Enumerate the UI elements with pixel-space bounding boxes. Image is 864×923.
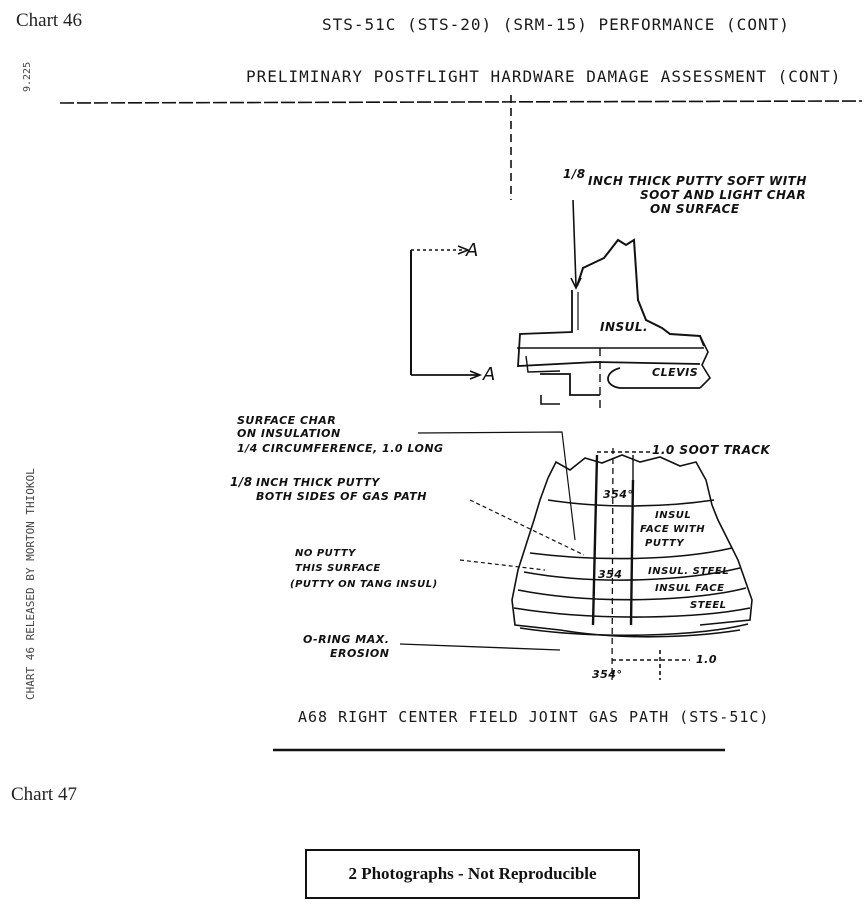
photographs-placeholder-box: 2 Photographs - Not Reproducible: [305, 849, 640, 899]
putty-note-line2: SOOT AND LIGHT CHAR: [640, 188, 807, 202]
no-putty-line3: (PUTTY ON TANG INSUL): [290, 579, 438, 590]
putty-note-line1: INCH THICK PUTTY SOFT WITH: [588, 174, 807, 188]
dim-bottom-label: 1.0: [696, 653, 717, 666]
insul-label: INSUL.: [600, 320, 649, 334]
surface-char-line2: ON INSULATION: [237, 427, 341, 440]
putty-note-line3: ON SURFACE: [650, 202, 740, 216]
angle-mid-label: 354: [598, 568, 623, 581]
oring-line1: O-RING MAX.: [303, 633, 390, 646]
insul-face-line3: PUTTY: [645, 538, 685, 549]
header-rule: [59, 100, 863, 104]
insul-steel-label: INSUL. STEEL: [648, 566, 730, 577]
chart-46-title: STS-51C (STS-20) (SRM-15) PERFORMANCE (C…: [322, 15, 790, 34]
chart-47-label: Chart 47: [11, 784, 77, 805]
angle-top-label: 354°: [603, 488, 634, 501]
putty-both-fraction: 1/8: [230, 475, 253, 489]
insul-face-label: INSUL FACE: [655, 583, 725, 594]
oring-line2: EROSION: [330, 647, 390, 660]
steel-label: STEEL: [690, 600, 727, 611]
chart-46-label: Chart 46: [16, 10, 82, 31]
clevis-label: CLEVIS: [652, 366, 699, 379]
photographs-placeholder-text: 2 Photographs - Not Reproducible: [348, 864, 597, 883]
putty-fraction-top: 1/8: [563, 167, 586, 181]
insul-face-line2: FACE WITH: [640, 524, 706, 535]
soot-track-label: 1.0 SOOT TRACK: [652, 443, 771, 457]
no-putty-line1: NO PUTTY: [295, 548, 356, 559]
chart-46-subtitle: PRELIMINARY POSTFLIGHT HARDWARE DAMAGE A…: [246, 67, 842, 86]
section-a-bottom: A: [483, 364, 496, 385]
putty-both-line2: BOTH SIDES OF GAS PATH: [256, 490, 427, 503]
surface-char-line1: SURFACE CHAR: [237, 414, 337, 427]
surface-char-line3: 1/4 CIRCUMFERENCE, 1.0 LONG: [237, 442, 444, 455]
angle-bottom-label: 354°: [592, 668, 623, 681]
putty-both-line1: INCH THICK PUTTY: [256, 476, 380, 489]
section-a-top: A: [466, 240, 479, 261]
insul-face-line1: INSUL: [655, 510, 692, 521]
diagram-caption: A68 RIGHT CENTER FIELD JOINT GAS PATH (S…: [298, 708, 770, 726]
no-putty-line2: THIS SURFACE: [295, 563, 381, 574]
